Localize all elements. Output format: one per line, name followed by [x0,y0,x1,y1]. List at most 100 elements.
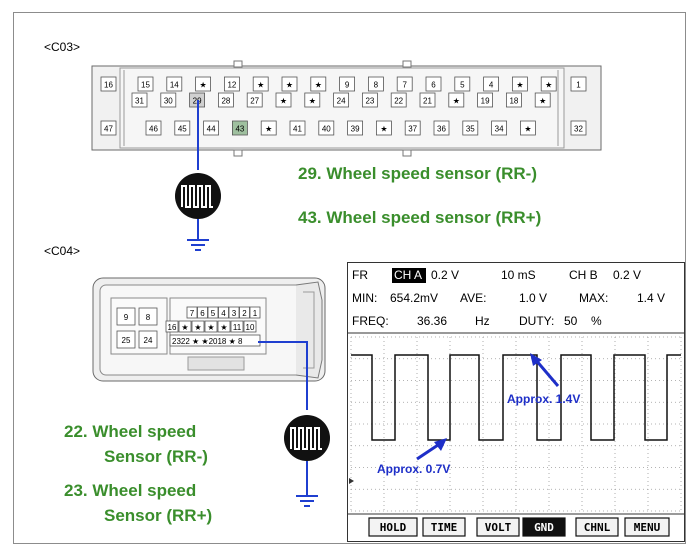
c03-pin-label: 1 [576,81,581,90]
c04-pin: ★ [178,320,192,333]
c04-pin-label: 24 [144,336,153,345]
c03-pin-label: 44 [207,125,216,134]
scope-duty-value: 50 [564,314,578,328]
c04-pin: ★ [204,320,218,333]
scope-ch-a[interactable]: CH A [394,268,422,282]
c03-pin-label: 23 [365,97,374,106]
annotation-low [416,438,447,461]
c04-pin: 24 [138,330,158,349]
c03-pin: ★ [448,92,465,108]
c03-pin: 46 [145,120,162,136]
c04-pin-label: ★ [181,323,188,332]
scope-ch-a-value: 0.2 V [431,268,459,282]
c03-pin: ★ [260,120,277,136]
scope-max-label: MAX: [579,291,608,305]
caption-c04-pin23-line1: 23. Wheel speed [64,481,197,500]
c03-pin-label: 36 [437,125,446,134]
c03-pin-label: ★ [380,125,387,134]
c03-pin: 39 [347,120,364,136]
c04-pin: 6 [197,306,208,319]
c04-pin: 1 [249,306,261,319]
scope-duty-label: DUTY: [519,314,554,328]
c03-pin-label: ★ [309,97,316,106]
scope-ave-label: AVE: [460,291,486,305]
caption-c04-pin22-line1: 22. Wheel speed [64,422,197,441]
c03-pin: 27 [246,92,263,108]
scope-button-label: HOLD [380,521,407,534]
c03-pin: 21 [419,92,436,108]
c03-pin-label: 27 [250,97,259,106]
c04-pin-label: 6 [200,309,205,318]
c03-pin-label: 18 [509,97,518,106]
oscilloscope-screen: FR CH A 0.2 V 10 mS CH B 0.2 V MIN: 654.… [347,262,685,542]
c04-pin-label: 3 [232,309,237,318]
c04-pin-label: 10 [246,323,255,332]
scope-button-label: TIME [431,521,458,534]
c03-connector [91,60,602,157]
c03-pin: 8 [367,76,384,92]
scope-ch-b-value: 0.2 V [613,268,641,282]
c04-pin-row3: 2322 ★ ★2018 ★ 8 [169,334,261,347]
c03-pin: ★ [540,76,557,92]
c03-pin-label: 21 [423,97,432,106]
c03-pin-label: 15 [141,81,150,90]
c03-pin: ★ [310,76,327,92]
c04-wire [258,341,308,410]
c04-pin-label: 5 [211,309,216,318]
c03-pin-label: 4 [489,81,494,90]
c03-pin-label: ★ [539,97,546,106]
c03-pin: 19 [477,92,494,108]
c04-pin-label: 9 [124,313,129,322]
scope-ch-a-highlight [392,268,426,283]
c04-pin: 9 [116,307,136,326]
c03-pin: ★ [520,120,536,136]
c04-pin: 10 [243,320,257,333]
c03-pin: 36 [433,120,450,136]
c04-pin: ★ [191,320,205,333]
c03-pin-label: 39 [351,125,360,134]
c03-pin-label: 32 [574,125,583,134]
c04-pin-row3-label: 2322 ★ ★2018 ★ 8 [172,337,243,346]
c03-pin: 41 [289,120,306,136]
c03-label: <C03> [44,40,81,54]
c03-pin-label: ★ [315,81,322,90]
caption-c04-pin23-line2: Sensor (RR+) [104,506,213,525]
c04-pin: 16 [165,320,179,333]
c03-pin-label: 40 [322,125,331,134]
c03-pin-label: 30 [164,97,173,106]
c03-pin-label: 46 [149,125,158,134]
c04-pin-label: 2 [242,309,247,318]
c04-pin: 7 [186,306,198,319]
scope-button-time[interactable]: TIME [422,517,466,537]
c03-pin: 15 [137,76,154,92]
c03-pin-label: 7 [402,81,407,90]
c03-pin: 18 [505,92,522,108]
c03-pin-label: 45 [178,125,187,134]
scope-button-gnd[interactable]: GND [522,517,566,537]
c04-pin: 3 [228,306,240,319]
c03-pin: 43 [231,120,248,136]
scope-button-volt[interactable]: VOLT [476,517,520,537]
c04-pin-label: 7 [190,309,195,318]
c03-pin-label: 14 [170,81,179,90]
c03-pin-label: ★ [516,81,523,90]
c03-pin: 30 [160,92,177,108]
c03-pin: 44 [203,120,220,136]
scope-button-label: CHNL [584,521,611,534]
c03-pin: ★ [275,92,292,108]
c03-pin-label: ★ [257,81,264,90]
c03-pin: 6 [425,76,442,92]
c03-pin-label: ★ [265,125,272,134]
scope-button-menu[interactable]: MENU [624,517,670,537]
c03-pin: 31 [131,92,148,108]
c03-pin-label: ★ [453,97,460,106]
scope-ave-value: 1.0 V [519,291,547,305]
scope-button-chnl[interactable]: CHNL [575,517,619,537]
c03-pin-label: 35 [466,125,475,134]
scope-button-hold[interactable]: HOLD [368,517,418,537]
c03-pin-label: ★ [286,81,293,90]
scope-ch-b[interactable]: CH B [569,268,598,282]
c04-pin: 8 [138,307,158,326]
c03-ground-icon [187,219,209,251]
c03-pin: 1 [570,76,587,92]
